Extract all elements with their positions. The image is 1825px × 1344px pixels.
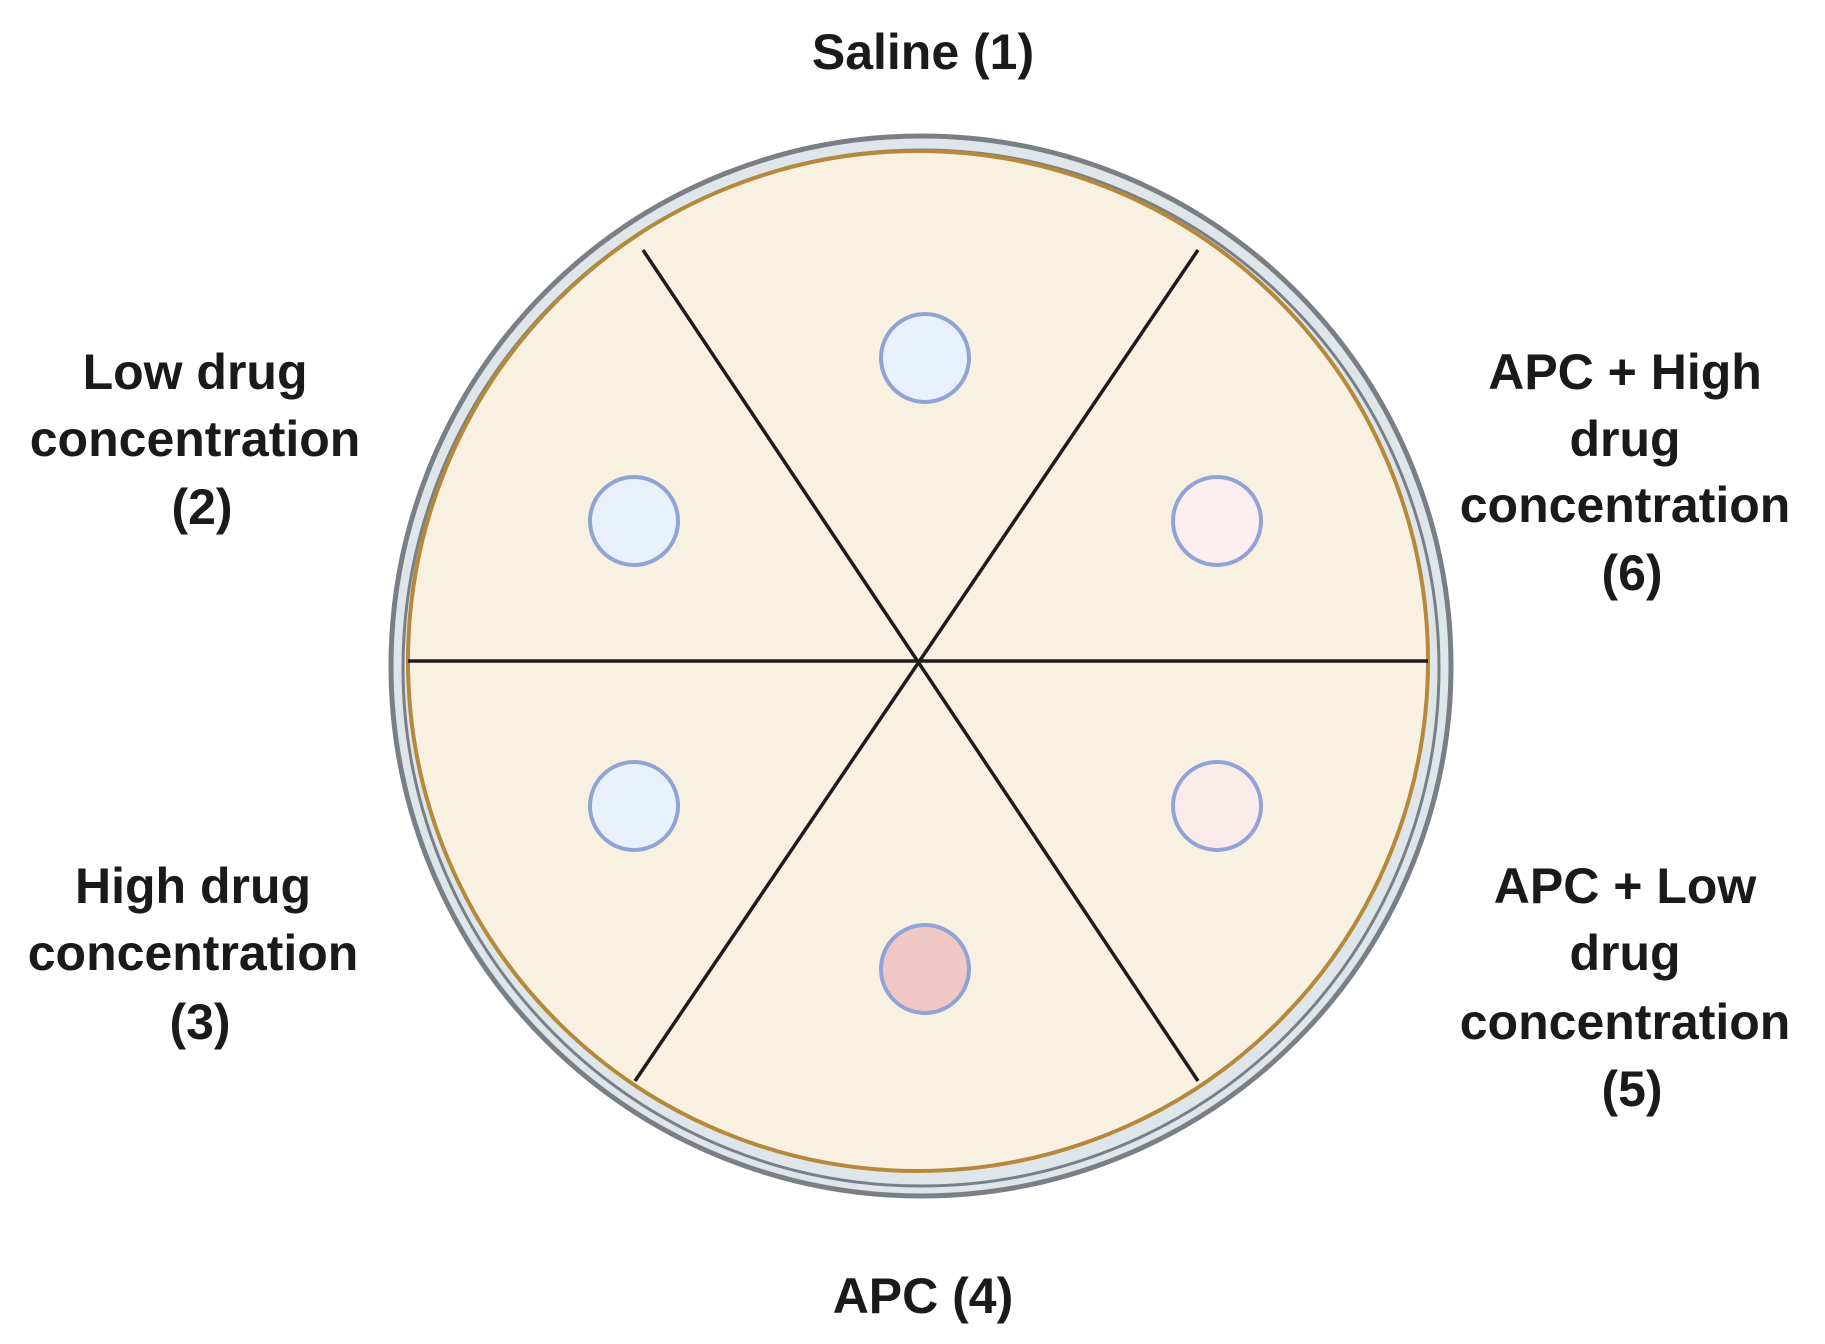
well-saline <box>879 312 971 404</box>
label-high-drug-line2: concentration <box>28 925 359 981</box>
label-saline: Saline (1) <box>812 24 1034 80</box>
sector-dividers <box>408 249 1428 1082</box>
label-low-drug-line3: (2) <box>171 479 232 535</box>
label-low-drug: Low drug concentration (2) <box>30 344 375 535</box>
label-apc-low-line1: APC + Low <box>1494 858 1757 914</box>
label-apc-high-line3: concentration <box>1460 477 1791 533</box>
well-apc-low-drug <box>1171 760 1263 852</box>
well-apc <box>879 923 971 1015</box>
well-apc-high-drug <box>1171 475 1263 567</box>
label-high-drug: High drug concentration (3) <box>28 858 373 1050</box>
label-saline-line: Saline (1) <box>812 24 1034 80</box>
label-low-drug-line2: concentration <box>30 411 361 467</box>
label-low-drug-line1: Low drug <box>83 344 308 400</box>
divider-diagonal-a <box>641 249 1200 1082</box>
label-apc-low-line3: concentration <box>1460 994 1791 1050</box>
label-apc-low-drug: APC + Low drug concentration (5) <box>1460 858 1805 1117</box>
divider-diagonal-b <box>633 249 1200 1082</box>
label-apc: APC (4) <box>833 1268 1014 1324</box>
label-apc-high-line1: APC + High <box>1488 344 1762 400</box>
label-apc-line: APC (4) <box>833 1268 1014 1324</box>
label-high-drug-line1: High drug <box>75 858 311 914</box>
wells <box>588 312 1263 1015</box>
label-apc-high-drug: APC + High drug concentration (6) <box>1460 344 1805 601</box>
label-apc-high-line2: drug <box>1570 411 1681 467</box>
well-low-drug <box>588 475 680 567</box>
label-apc-low-line4: (5) <box>1601 1061 1662 1117</box>
label-apc-high-line4: (6) <box>1601 545 1662 601</box>
well-high-drug <box>588 760 680 852</box>
label-apc-low-line2: drug <box>1570 925 1681 981</box>
label-high-drug-line3: (3) <box>169 994 230 1050</box>
